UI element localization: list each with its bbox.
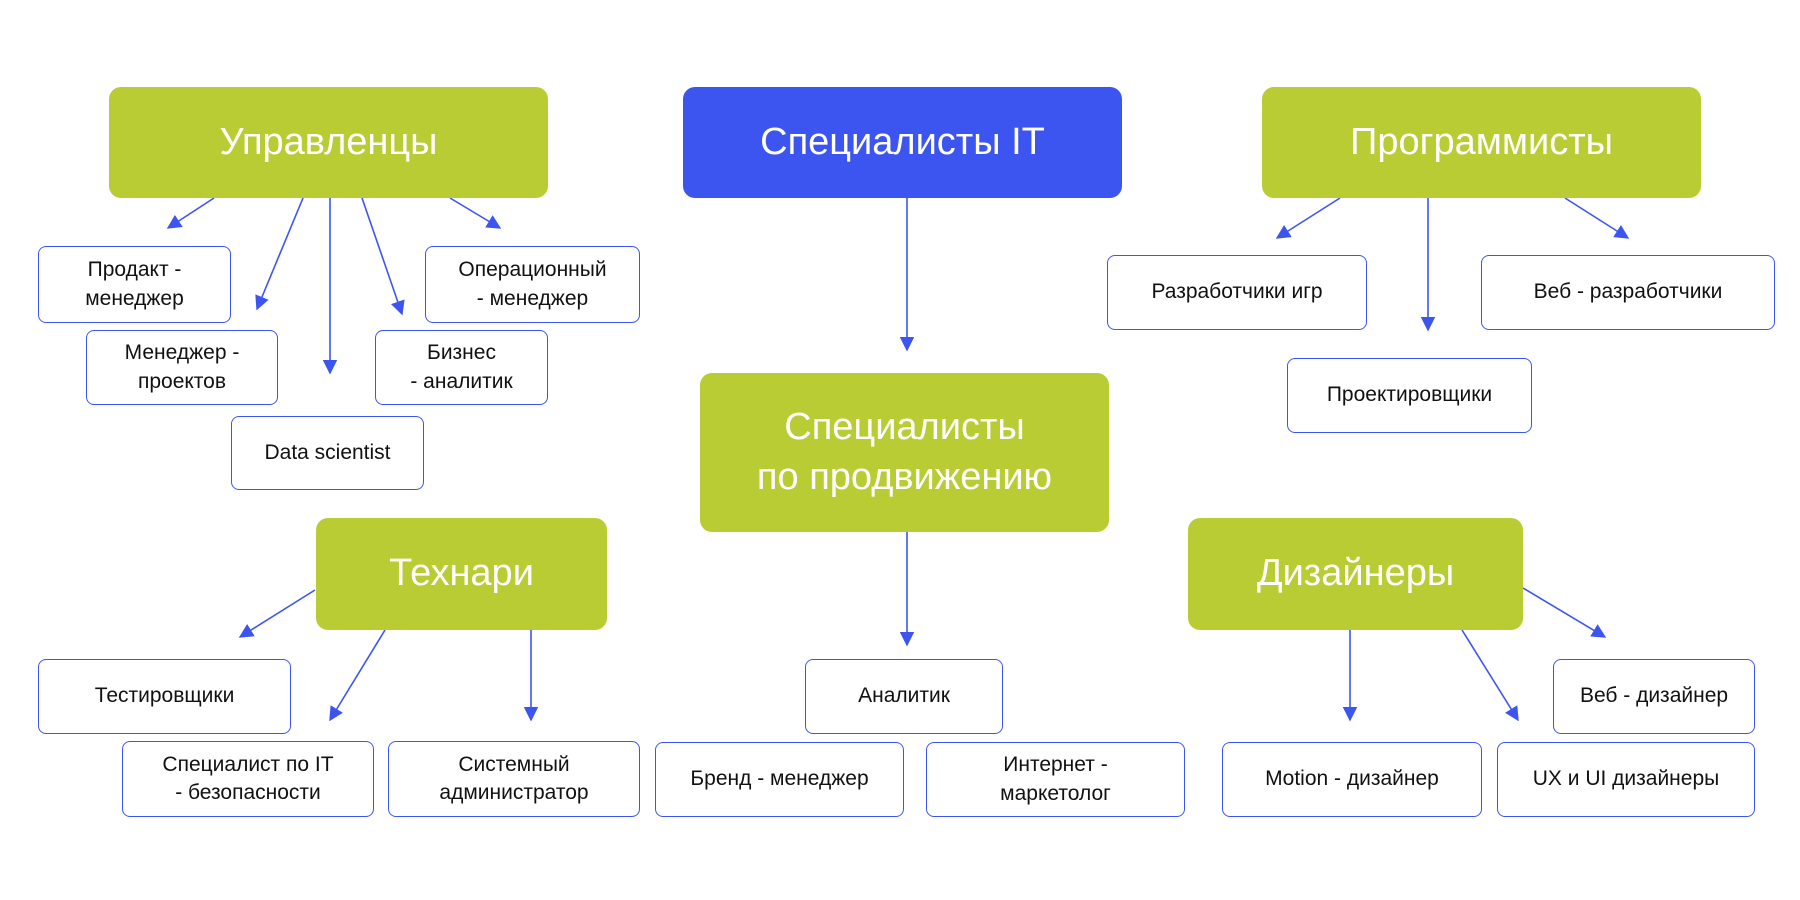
- leaf-web-developers: Веб - разработчики: [1481, 255, 1775, 330]
- category-programmers-label: Программисты: [1350, 120, 1613, 163]
- leaf-project-manager-label: Менеджер - проектов: [124, 341, 240, 393]
- leaf-internet-marketer-label: Интернет - маркетолог: [1000, 753, 1111, 805]
- leaf-web-developers-label: Веб - разработчики: [1533, 280, 1723, 304]
- leaf-operations-manager-label: Операционный - менеджер: [458, 258, 607, 310]
- arrow-designers-uxui: [1461, 629, 1519, 722]
- leaf-analyst: Аналитик: [805, 659, 1003, 734]
- leaf-testers: Тестировщики: [38, 659, 291, 734]
- category-designers: Дизайнеры: [1188, 518, 1523, 630]
- leaf-product-manager-label: Продакт - менеджер: [85, 258, 184, 310]
- arrow-tech-testers: [238, 589, 316, 638]
- arrow-managers-project: [255, 197, 304, 311]
- leaf-sysadmin: Системный администратор: [388, 741, 640, 817]
- leaf-testers-label: Тестировщики: [94, 684, 235, 708]
- leaf-data-scientist: Data scientist: [231, 416, 424, 490]
- leaf-ux-ui-designers-label: UX и UI дизайнеры: [1532, 767, 1720, 791]
- arrow-programmers-web: [1564, 197, 1630, 239]
- leaf-data-scientist-label: Data scientist: [264, 440, 391, 464]
- leaf-web-designer-label: Веб - дизайнер: [1579, 684, 1729, 708]
- leaf-brand-manager-label: Бренд - менеджер: [690, 767, 869, 791]
- category-designers-label: Дизайнеры: [1256, 552, 1455, 595]
- arrow-designers-web: [1522, 587, 1607, 638]
- arrow-managers-business: [361, 197, 405, 316]
- leaf-operations-manager: Операционный - менеджер: [425, 246, 640, 323]
- leaf-game-developers-label: Разработчики игр: [1151, 280, 1323, 304]
- category-managers-label: Управленцы: [219, 120, 438, 163]
- leaf-web-designer: Веб - дизайнер: [1553, 659, 1755, 734]
- leaf-motion-designer: Motion - дизайнер: [1222, 742, 1482, 817]
- leaf-product-manager: Продакт - менеджер: [38, 246, 231, 323]
- arrow-programmers-games: [1275, 197, 1341, 239]
- leaf-it-security: Специалист по IT - безопасности: [122, 741, 374, 817]
- leaf-business-analyst: Бизнес - аналитик: [375, 330, 548, 405]
- leaf-analyst-label: Аналитик: [858, 684, 950, 708]
- category-programmers: Программисты: [1262, 87, 1701, 198]
- leaf-designers-engineers: Проектировщики: [1287, 358, 1532, 433]
- arrow-managers-product: [166, 197, 215, 229]
- category-tech: Технари: [316, 518, 607, 630]
- leaf-sysadmin-label: Системный администратор: [439, 752, 589, 804]
- main-node-label: Специалисты IT: [760, 121, 1045, 163]
- category-tech-label: Технари: [389, 552, 534, 595]
- leaf-brand-manager: Бренд - менеджер: [655, 742, 904, 817]
- category-managers: Управленцы: [109, 87, 548, 198]
- arrow-managers-ops: [449, 197, 502, 229]
- leaf-project-manager: Менеджер - проектов: [86, 330, 278, 405]
- category-promotion-label: Специалисты по продвижению: [756, 406, 1053, 498]
- leaf-it-security-label: Специалист по IT - безопасности: [162, 752, 334, 804]
- category-promotion: Специалисты по продвижению: [700, 373, 1109, 532]
- main-node-it-specialists: Специалисты IT: [683, 87, 1122, 198]
- arrow-tech-security: [329, 629, 386, 722]
- leaf-business-analyst-label: Бизнес - аналитик: [410, 341, 513, 393]
- leaf-motion-designer-label: Motion - дизайнер: [1265, 767, 1439, 791]
- leaf-game-developers: Разработчики игр: [1107, 255, 1367, 330]
- leaf-internet-marketer: Интернет - маркетолог: [926, 742, 1185, 817]
- leaf-designers-engineers-label: Проектировщики: [1326, 383, 1493, 407]
- leaf-ux-ui-designers: UX и UI дизайнеры: [1497, 742, 1755, 817]
